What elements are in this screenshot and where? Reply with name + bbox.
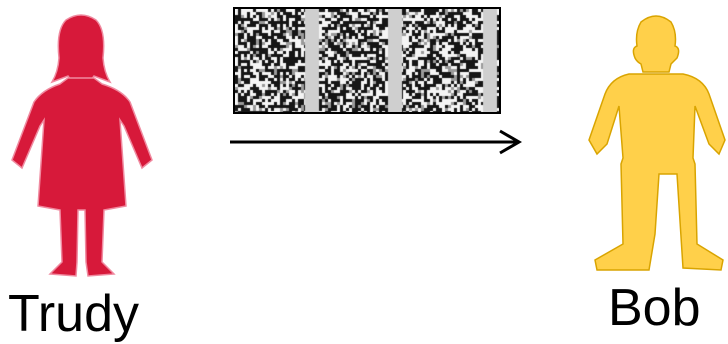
trudy-dress xyxy=(11,77,153,277)
bob-body xyxy=(588,73,726,271)
sender-name-label: Trudy xyxy=(8,285,139,343)
arrow-head xyxy=(499,129,522,155)
encrypted-packet xyxy=(233,7,501,114)
man-silhouette-icon xyxy=(588,15,726,271)
bob-figure xyxy=(588,15,726,271)
trudy-head xyxy=(50,14,112,84)
right-arrow-icon xyxy=(230,129,522,155)
receiver-name-label: Bob xyxy=(608,279,701,337)
bob-head xyxy=(632,15,680,73)
woman-silhouette-icon xyxy=(11,14,153,277)
trudy-figure xyxy=(11,14,153,277)
noise-pattern xyxy=(235,9,499,112)
